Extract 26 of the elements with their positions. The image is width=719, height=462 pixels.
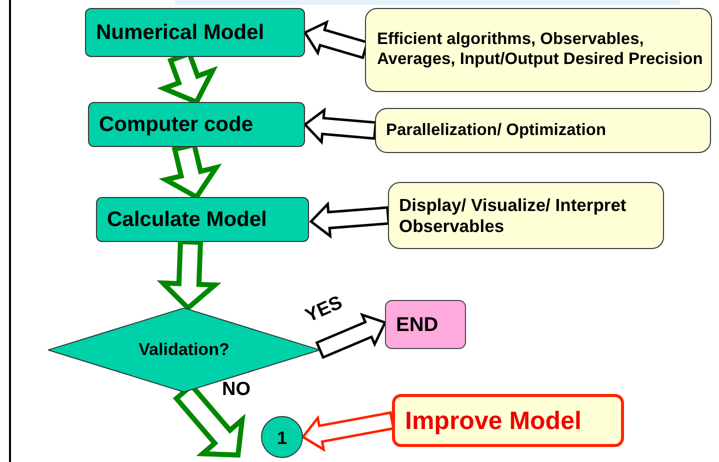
node-text: Display/ Visualize/ Interpret Observables (399, 194, 628, 236)
block-arrow (315, 312, 387, 359)
terminal-box (385, 300, 466, 349)
node-text: END (396, 312, 438, 336)
node-text: Improve Model (405, 406, 582, 436)
node-text: Validation? (138, 340, 230, 360)
block-arrow (309, 201, 390, 239)
node-text: Computer code (99, 112, 254, 138)
node-text: Parallelization/ Optimization (386, 120, 606, 140)
node-text: Numerical Model (96, 20, 264, 46)
node-text: Calculate Model (107, 206, 267, 232)
edge-label: NO (222, 380, 250, 399)
process-box (85, 8, 305, 57)
connector-circle (261, 416, 303, 458)
process-box (88, 102, 305, 147)
block-arrow (301, 411, 395, 452)
node-text: Efficient algorithms, Observables, Averages, Input/Output Desired Precision (377, 30, 704, 70)
note-box (365, 8, 712, 92)
edge-label: YES (302, 293, 346, 326)
note-box (375, 108, 711, 153)
process-box (96, 197, 309, 242)
process-box (392, 394, 624, 447)
block-arrow (156, 239, 222, 312)
note-box (388, 182, 664, 249)
node-text: 1 (276, 427, 287, 450)
block-arrow (303, 107, 378, 145)
